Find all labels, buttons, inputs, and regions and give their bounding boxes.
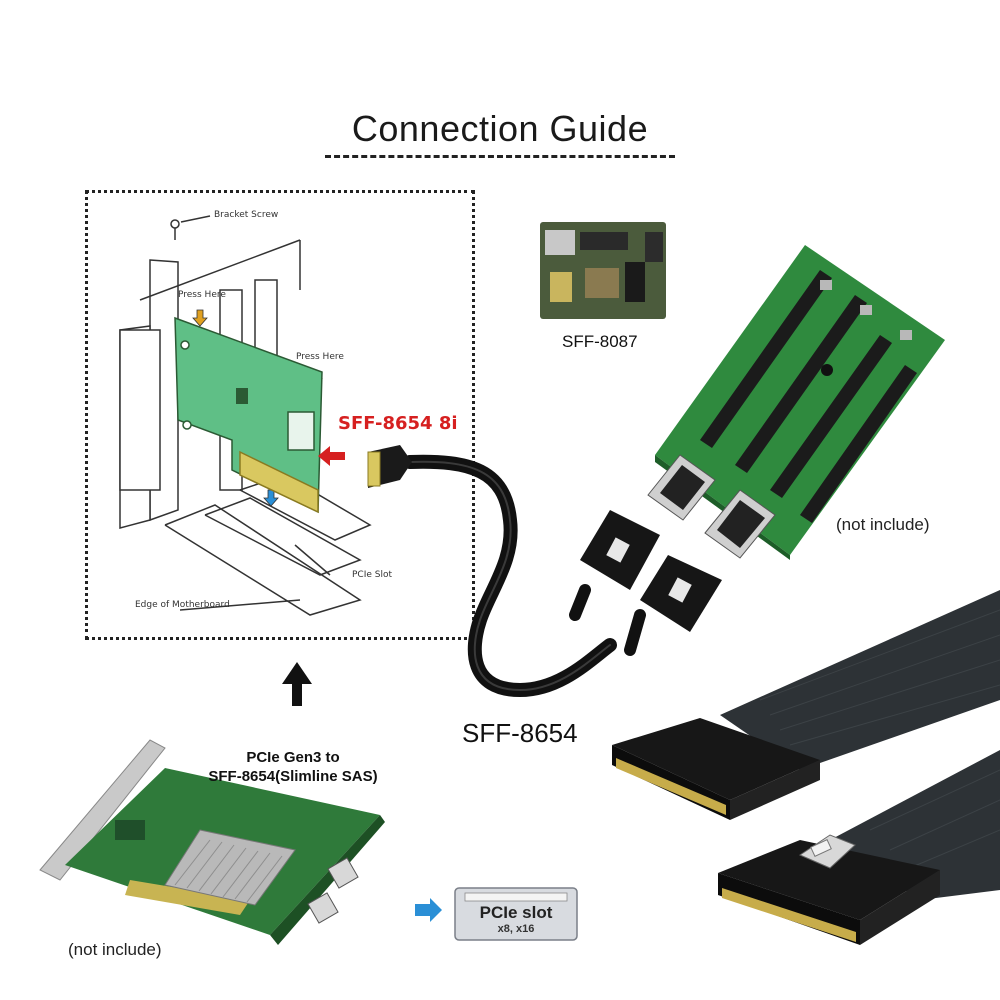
sff8087-connectors xyxy=(580,510,722,632)
cable-model-label: SFF-8654 xyxy=(462,718,578,748)
press-arrow-icon xyxy=(192,309,208,327)
sff8087-photo xyxy=(540,222,666,319)
bracket-screw-label: Bracket Screw xyxy=(214,210,279,220)
page-title: Connection Guide xyxy=(351,108,649,149)
press-here-label: Press Here xyxy=(296,352,344,362)
card-not-included-note: (not include) xyxy=(68,940,162,959)
blue-arrow-icon xyxy=(415,898,442,922)
pcie-slot-badge-art xyxy=(454,887,578,941)
riser-not-included-note: (not include) xyxy=(836,515,930,534)
card-title: PCIe Gen3 to SFF-8654(Slimline SAS) xyxy=(178,748,408,786)
sff8654-plug xyxy=(367,445,412,488)
slimline-cables xyxy=(612,590,1000,945)
pcie-slot-badge-subtitle: x8, x16 xyxy=(497,923,535,935)
pcie-slot-label: PCIe Slot xyxy=(352,570,393,580)
connector-model-label: SFF-8654 8i xyxy=(338,413,458,434)
card-title-line1: PCIe Gen3 to xyxy=(246,749,340,766)
pcie-slot-badge-title: PCIe slot xyxy=(479,903,553,922)
up-arrow-icon xyxy=(282,662,312,706)
riser-board xyxy=(647,245,945,560)
sff8087-label: SFF-8087 xyxy=(562,332,638,351)
install-card xyxy=(174,316,323,514)
red-arrow-icon xyxy=(318,446,345,466)
press-here-label: Press Here xyxy=(178,290,226,300)
title-underline xyxy=(325,155,675,158)
motherboard-edge-label: Edge of Motherboard xyxy=(135,600,230,610)
bracket-screw-icon xyxy=(170,219,180,229)
sff8654-cable xyxy=(403,454,646,698)
hba-card-photo xyxy=(39,739,385,945)
install-diagram-frame xyxy=(85,190,475,640)
card-title-line2: SFF-8654(Slimline SAS) xyxy=(208,768,378,785)
